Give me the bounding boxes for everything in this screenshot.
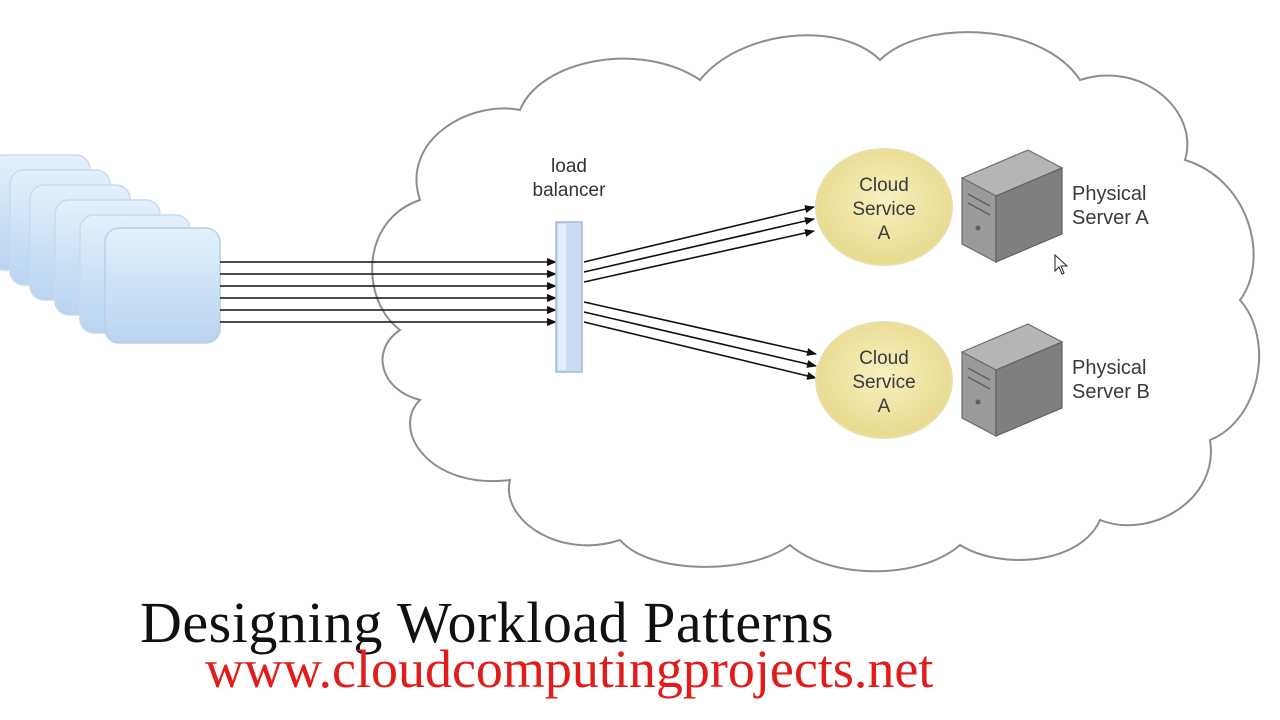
cloud-service-bottom-line2: Service	[852, 372, 915, 393]
server-icon	[960, 149, 1064, 263]
cloud-outline	[371, 31, 1261, 573]
cursor-icon	[1054, 254, 1069, 275]
cloud-service-top: Cloud Service A	[815, 148, 953, 266]
slide-title: Designing Workload Patterns	[140, 590, 835, 655]
incoming-requests	[220, 258, 557, 326]
server-b-label-line2: Server B	[1072, 381, 1150, 403]
server-b-label-line1: Physical	[1072, 357, 1146, 379]
cloud-service-bottom-line3: A	[878, 396, 891, 417]
cloud-service-top-line2: Service	[852, 199, 915, 220]
cloud-service-top-line1: Cloud	[859, 175, 909, 196]
load-balancer-label-line1: load	[551, 156, 587, 177]
watermark-url[interactable]: www.cloudcomputingprojects.net	[205, 639, 934, 699]
cloud-service-bottom: Cloud Service A	[815, 321, 953, 439]
cloud-service-bottom-line1: Cloud	[859, 348, 909, 369]
client-stack-icon	[0, 154, 221, 344]
server-a-label-line1: Physical	[1072, 183, 1146, 205]
load-balancer-icon	[555, 221, 583, 373]
server-icon	[960, 323, 1064, 437]
server-a-label-line2: Server A	[1072, 207, 1149, 229]
load-balancer-label-line2: balancer	[533, 180, 607, 201]
routes-to-service-top	[583, 205, 815, 283]
routes-to-service-bottom	[583, 301, 817, 380]
cloud-service-top-line3: A	[878, 223, 891, 244]
